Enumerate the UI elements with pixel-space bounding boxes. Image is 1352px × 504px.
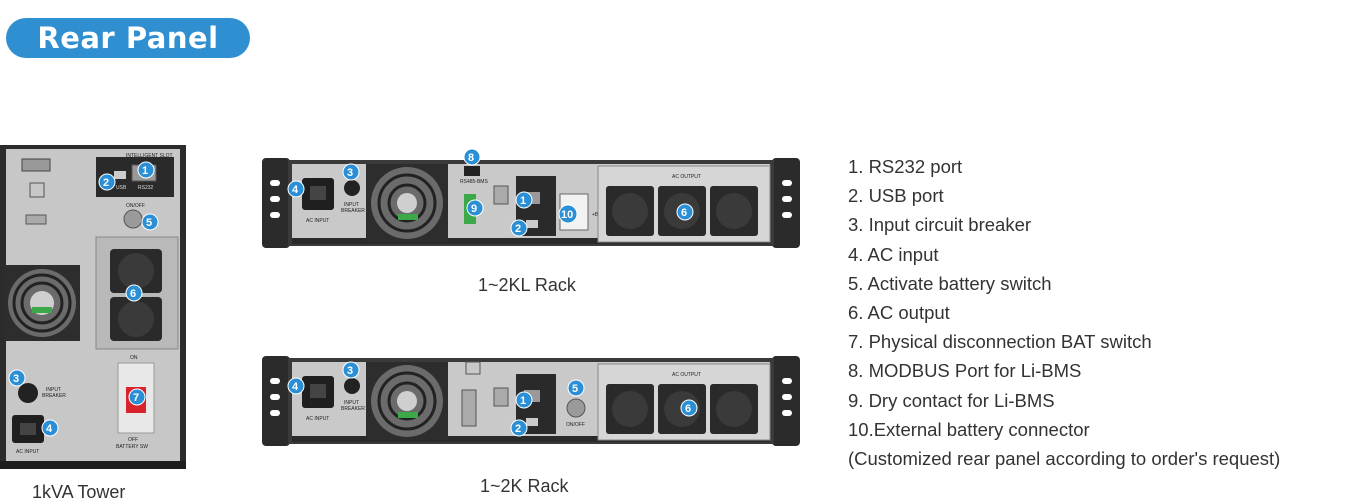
rack-k-rear-panel: AC INPUT INPUT BREAKER ON/OFF AC OUTPUT …: [262, 356, 800, 446]
svg-text:4: 4: [292, 381, 299, 393]
svg-text:4: 4: [292, 184, 299, 196]
svg-text:USB: USB: [116, 185, 127, 191]
svg-text:8: 8: [468, 152, 474, 164]
svg-text:OFF: OFF: [128, 437, 138, 443]
legend-item: 2. USB port: [848, 185, 944, 207]
svg-text:10: 10: [561, 209, 573, 221]
svg-text:BREAKER: BREAKER: [341, 406, 365, 412]
intelligent-slot-label: INTELLIGENT SLOT: [126, 153, 173, 159]
svg-text:ON: ON: [130, 355, 138, 361]
on-off-switch: [566, 398, 586, 418]
svg-text:RS485-BMS: RS485-BMS: [460, 179, 488, 185]
svg-text:INPUT: INPUT: [344, 400, 359, 406]
svg-text:2: 2: [515, 423, 521, 435]
svg-text:7: 7: [133, 392, 139, 404]
legend-item: 7. Physical disconnection BAT switch: [848, 331, 1152, 353]
legend-item: 5. Activate battery switch: [848, 272, 1052, 294]
input-breaker: [344, 378, 360, 394]
svg-text:1: 1: [520, 195, 526, 207]
svg-text:BREAKER: BREAKER: [341, 208, 365, 214]
svg-text:6: 6: [130, 288, 136, 300]
svg-text:BATTERY SW: BATTERY SW: [116, 444, 148, 450]
svg-text:9: 9: [471, 203, 477, 215]
svg-text:1: 1: [520, 395, 526, 407]
svg-text:AC INPUT: AC INPUT: [16, 449, 39, 455]
svg-text:4: 4: [46, 423, 53, 435]
svg-text:INPUT: INPUT: [344, 202, 359, 208]
legend-item: 6. AC output: [848, 301, 950, 323]
svg-text:5: 5: [146, 217, 152, 229]
svg-text:AC INPUT: AC INPUT: [306, 416, 329, 422]
svg-text:AC OUTPUT: AC OUTPUT: [672, 174, 701, 180]
svg-text:2: 2: [515, 223, 521, 235]
svg-text:3: 3: [13, 373, 19, 385]
svg-text:1: 1: [142, 165, 148, 177]
caption-rack-kl: 1~2KL Rack: [478, 275, 576, 295]
rack-kl-rear-panel: AC INPUT INPUT BREAKER RS485-BMS +BAT- A…: [262, 148, 800, 248]
page-title: Rear Panel: [6, 18, 250, 58]
svg-text:3: 3: [347, 365, 353, 377]
svg-text:5: 5: [572, 383, 578, 395]
caption-tower: 1kVA Tower: [32, 482, 126, 502]
legend-item: 9. Dry contact for Li-BMS: [848, 389, 1055, 411]
caption-rack-k: 1~2K Rack: [480, 476, 569, 496]
input-breaker: [18, 383, 38, 403]
legend-item: 1. RS232 port: [848, 156, 963, 177]
legend-item: 10.External battery connector: [848, 418, 1090, 440]
usb-port: [114, 171, 126, 179]
svg-text:ON/OFF: ON/OFF: [126, 203, 145, 209]
tower-rear-panel: INTELLIGENT SLOT USB RS232 ON/OFF ON OFF…: [0, 145, 186, 469]
svg-text:ON/OFF: ON/OFF: [566, 422, 585, 428]
rs485-bms-port: [464, 166, 480, 176]
svg-text:3: 3: [347, 167, 353, 179]
svg-text:6: 6: [681, 207, 687, 219]
svg-text:RS232: RS232: [138, 185, 154, 191]
legend-item: 4. AC input: [848, 243, 939, 265]
svg-text:AC INPUT: AC INPUT: [306, 218, 329, 224]
svg-text:2: 2: [103, 177, 109, 189]
svg-text:INPUT: INPUT: [46, 387, 61, 393]
svg-text:BREAKER: BREAKER: [42, 393, 66, 399]
legend-item: 3. Input circuit breaker: [848, 214, 1032, 236]
legend-list: 1. RS232 port 2. USB port 3. Input circu…: [848, 152, 1280, 473]
on-off-switch: [123, 209, 143, 229]
svg-text:6: 6: [685, 403, 691, 415]
input-breaker: [344, 180, 360, 196]
legend-item: 8. MODBUS Port for Li-BMS: [848, 360, 1082, 382]
svg-text:AC OUTPUT: AC OUTPUT: [672, 372, 701, 378]
legend-note: (Customized rear panel according to orde…: [848, 447, 1281, 469]
